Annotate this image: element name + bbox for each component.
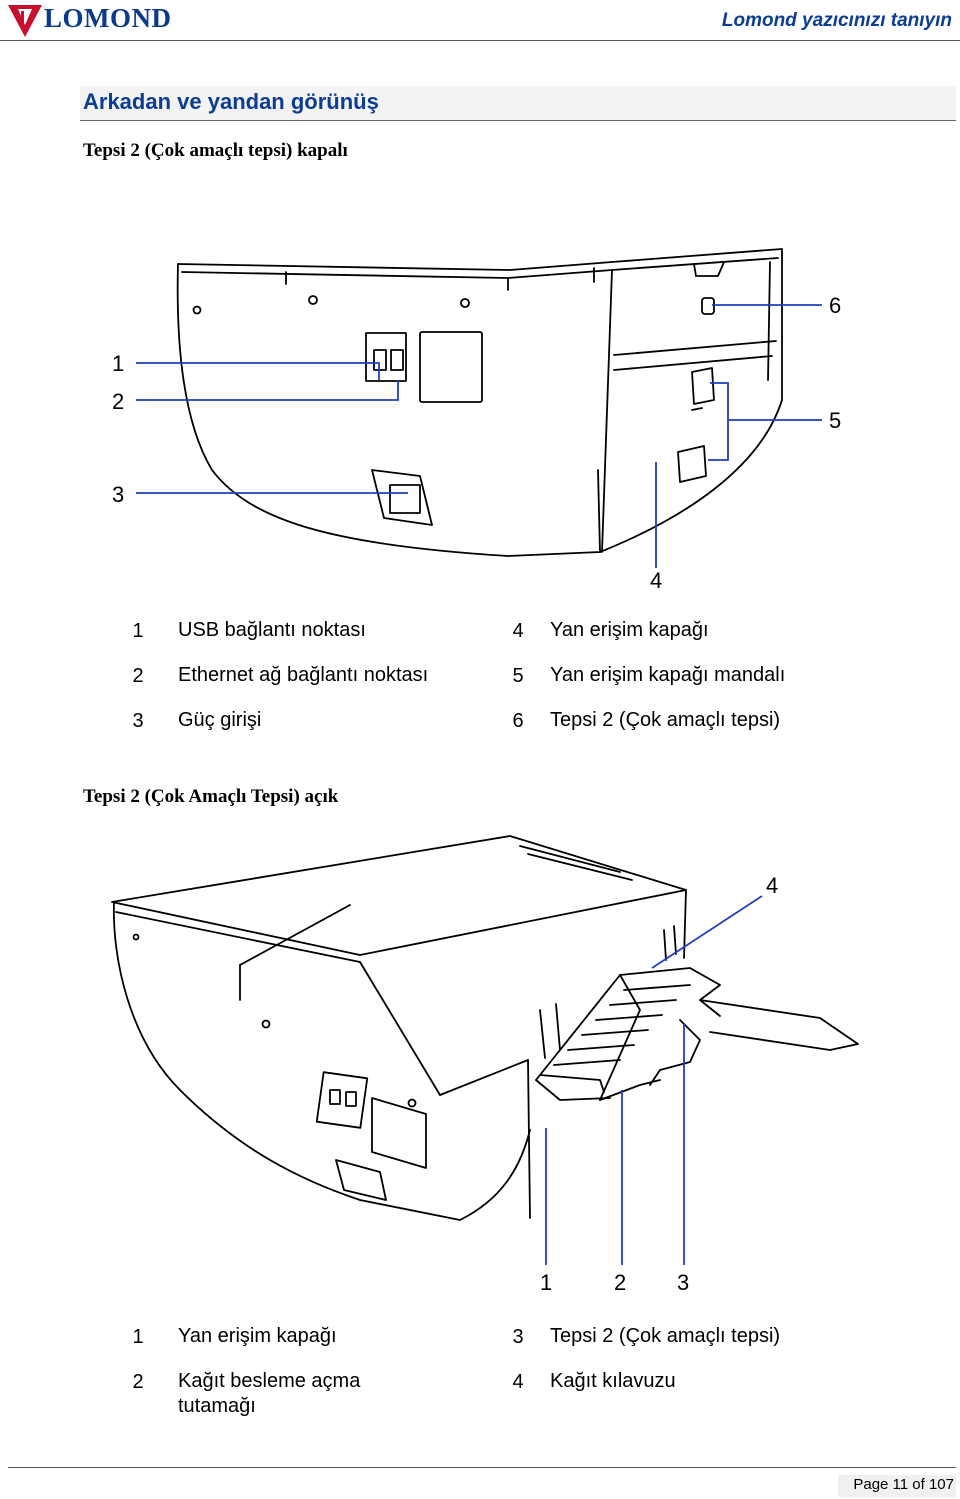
page-number: Page 11 of 107	[853, 1476, 954, 1493]
legend-text: Tepsi 2 (Çok amaçlı tepsi)	[550, 1325, 781, 1347]
figure2-subtitle: Tepsi 2 (Çok Amaçlı Tepsi) açık	[83, 786, 339, 807]
callout-4: 4	[766, 873, 779, 898]
legend-text: Güç girişi	[178, 709, 262, 731]
legend-text: Kağıt besleme açma tutamağı	[178, 1370, 361, 1417]
legend-number: 4	[512, 620, 524, 642]
legend-text: USB bağlantı noktası	[178, 619, 366, 641]
legend-text: Tepsi 2 (Çok amaçlı tepsi)	[550, 709, 781, 731]
figure1-subtitle: Tepsi 2 (Çok amaçlı tepsi) kapalı	[83, 140, 348, 161]
legend-number: 5	[512, 665, 524, 687]
legend-number: 2	[132, 1371, 144, 1393]
footer-page-box	[838, 1475, 956, 1497]
legend-number: 2	[132, 665, 144, 687]
header-title: Lomond yazıcınızı tanıyın	[721, 10, 952, 31]
legend-number: 3	[512, 1326, 524, 1348]
lomond-logo-icon	[8, 5, 42, 37]
logo-wordmark: LOMOND	[44, 3, 172, 33]
callout-2: 2	[112, 389, 125, 414]
printer-closed-drawing	[176, 248, 783, 557]
section-title: Arkadan ve yandan görünüş	[83, 89, 379, 114]
callout-4: 4	[650, 568, 663, 593]
legend-text: Kağıt kılavuzu	[550, 1370, 676, 1392]
callout-6: 6	[829, 293, 842, 318]
callout-2: 2	[614, 1270, 627, 1295]
callout-1: 1	[540, 1270, 553, 1295]
legend-number: 3	[132, 710, 144, 732]
legend-text: Yan erişim kapağı	[178, 1325, 337, 1347]
legend-number: 4	[512, 1371, 524, 1393]
legend-text: Ethernet ağ bağlantı noktası	[178, 664, 429, 686]
legend-number: 1	[132, 620, 144, 642]
printer-open-drawing	[111, 835, 859, 1221]
legend-text: Yan erişim kapağı	[550, 619, 709, 641]
header-divider	[0, 40, 960, 41]
section-heading-bar	[80, 86, 956, 121]
legend-number: 6	[512, 710, 524, 732]
footer-divider	[8, 1467, 956, 1468]
callout-3: 3	[112, 482, 125, 507]
callout-1: 1	[112, 351, 125, 376]
callout-5: 5	[829, 408, 842, 433]
legend-text: Yan erişim kapağı mandalı	[550, 664, 786, 686]
callout-3: 3	[677, 1270, 690, 1295]
legend-number: 1	[132, 1326, 144, 1348]
